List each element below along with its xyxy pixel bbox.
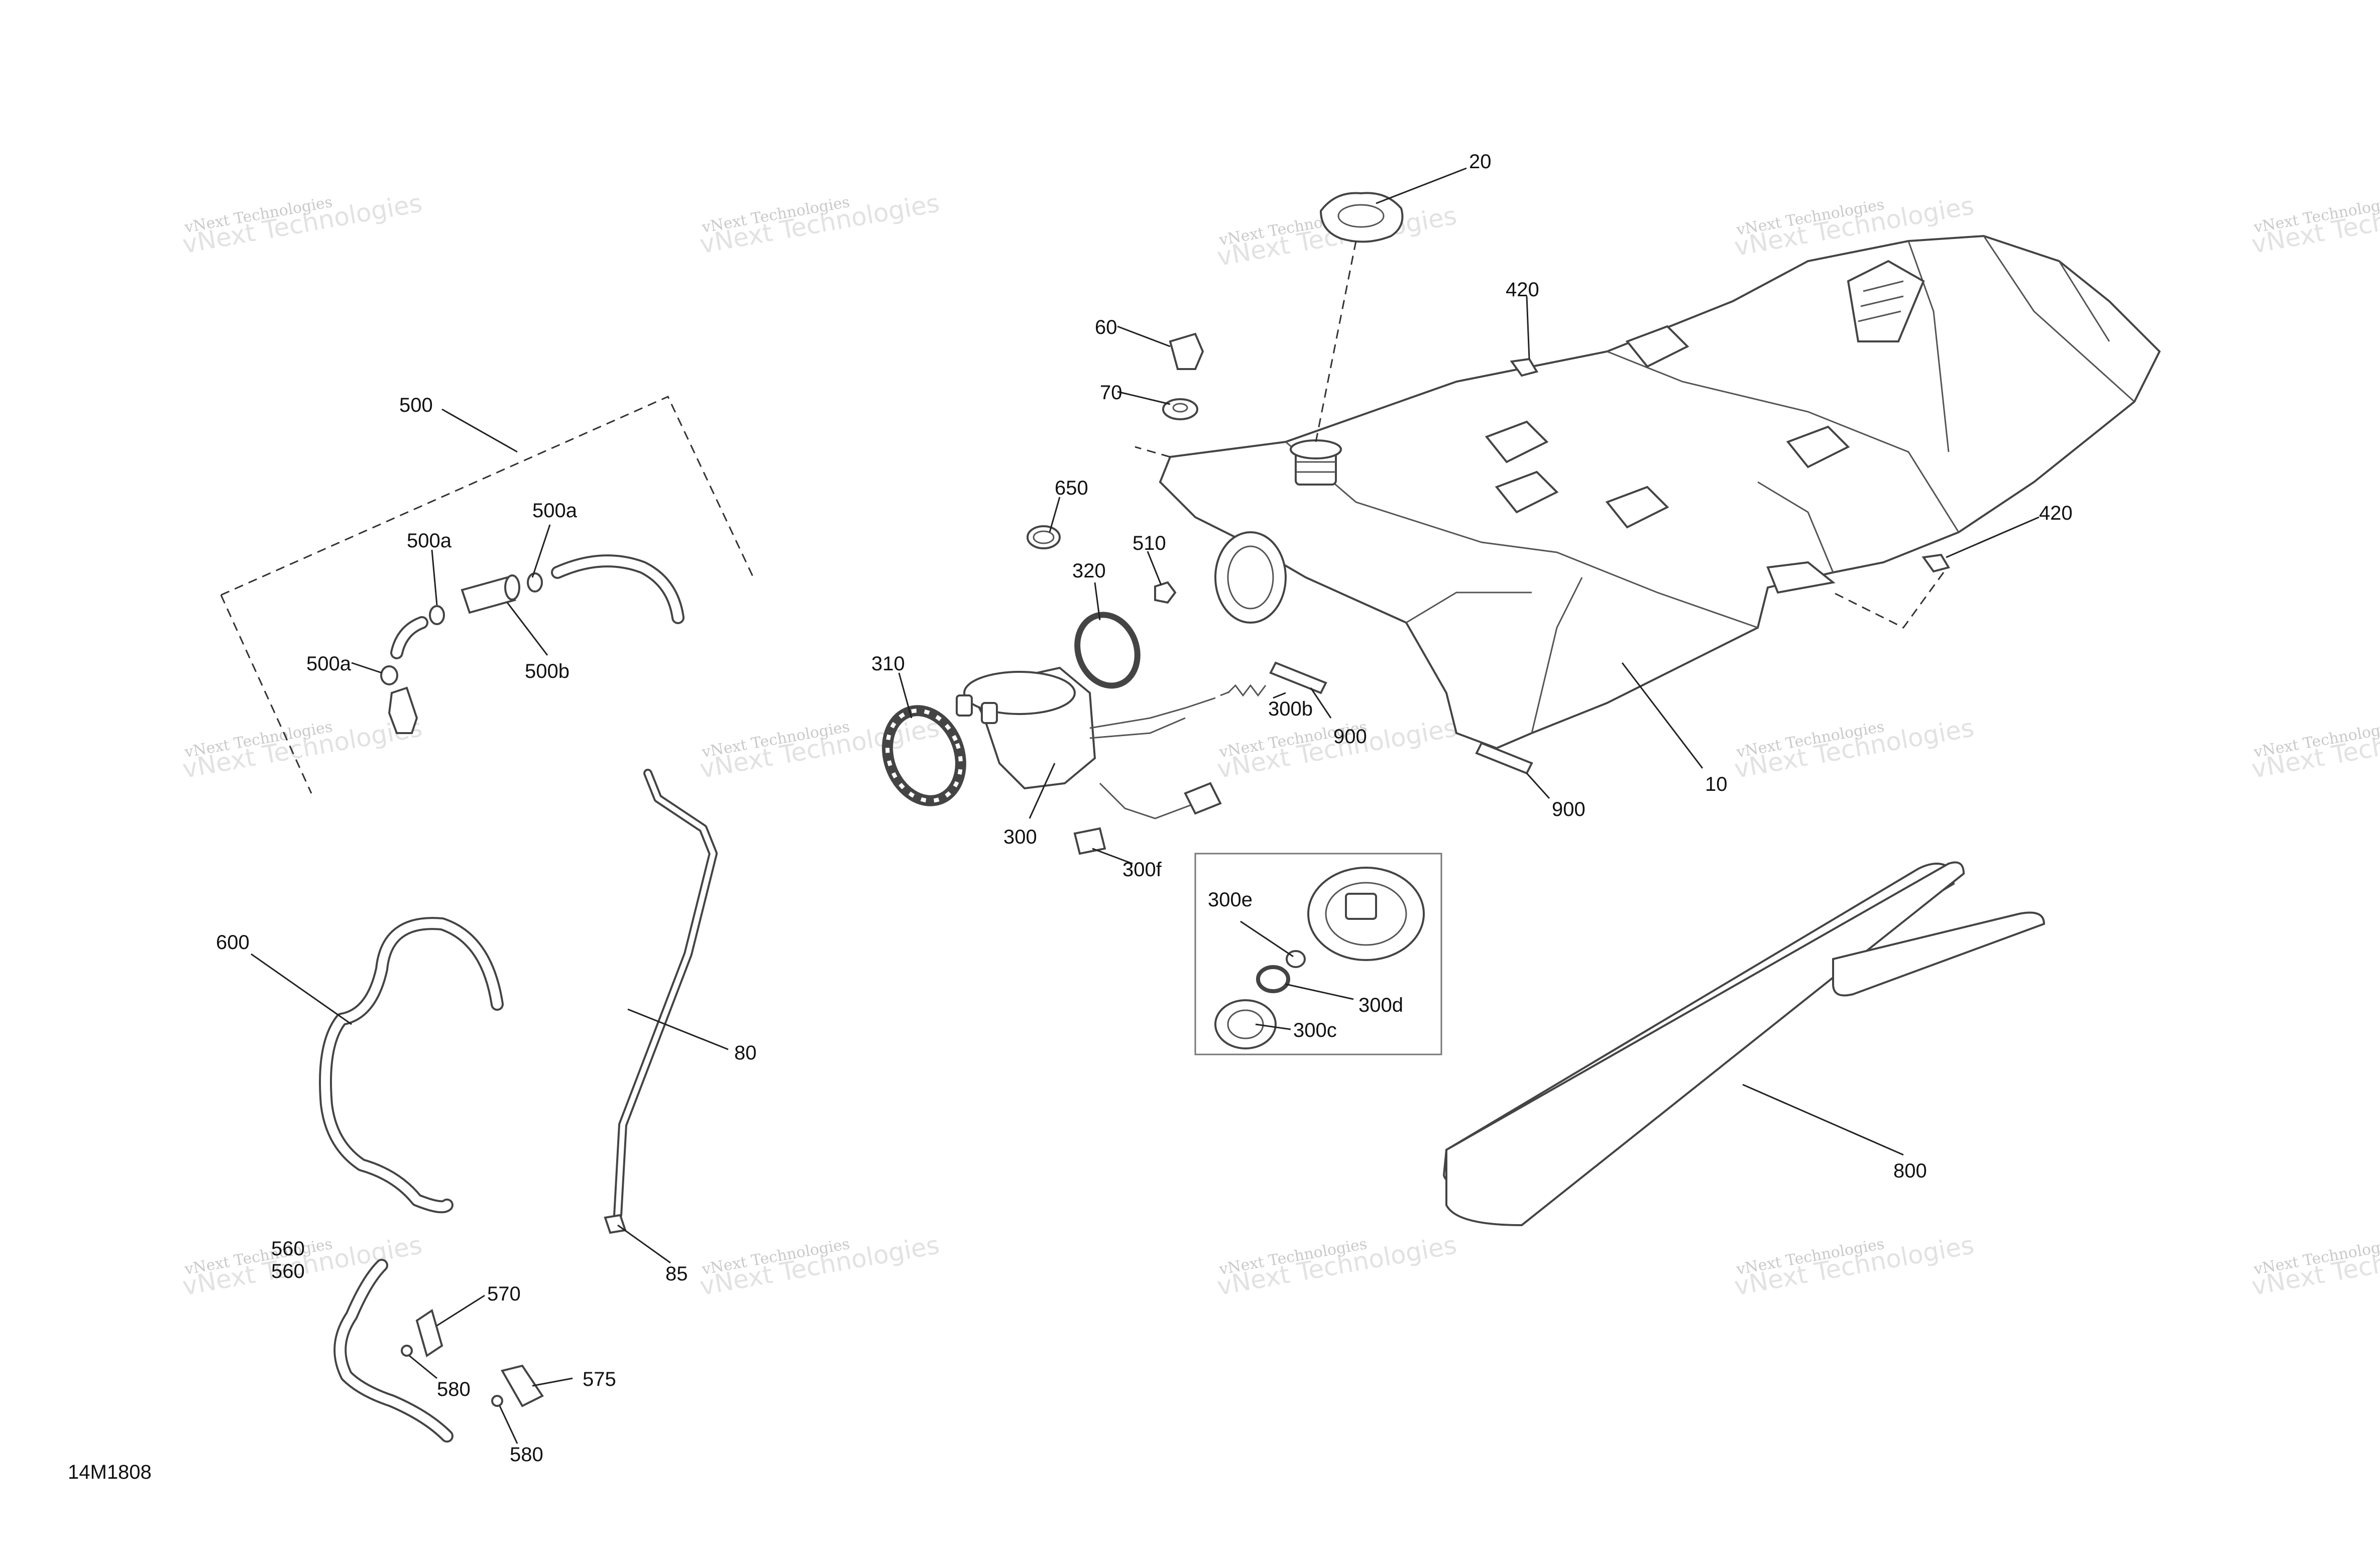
screw-part-580-a[interactable] xyxy=(401,1345,413,1357)
pump-head-detail xyxy=(1307,867,1425,961)
label-300c: 300c xyxy=(1293,1019,1337,1041)
label-320: 320 xyxy=(1072,560,1106,582)
label-560-a: 560 xyxy=(271,1238,305,1260)
fuel-cap-part-20[interactable] xyxy=(1319,192,1404,243)
fuel-tank-part-10[interactable] xyxy=(1159,234,2161,750)
label-420-b: 420 xyxy=(2039,502,2073,524)
fuel-pump-part-300[interactable] xyxy=(956,666,1222,819)
watermark: vNext Technologies vNext Technologies xyxy=(180,188,424,259)
label-500a-3: 500a xyxy=(306,653,352,675)
protection-pad-part-800[interactable] xyxy=(1442,861,2046,1227)
watermark: vNext Technologies vNext Technologies xyxy=(180,713,424,784)
clip-part-420-b[interactable] xyxy=(1921,553,1951,573)
lock-ring-part-310[interactable] xyxy=(875,700,973,811)
label-300: 300 xyxy=(1003,826,1037,848)
label-300b-a: 300b xyxy=(1268,698,1313,720)
label-900-a: 900 xyxy=(1333,726,1367,748)
watermark: vNext Technologies vNext Technologies xyxy=(2249,188,2380,259)
clamp-part-500a-3[interactable] xyxy=(380,665,398,685)
label-800: 800 xyxy=(1893,1160,1927,1182)
label-500a-1: 500a xyxy=(532,500,578,522)
hose-part-500a-lower[interactable] xyxy=(390,616,428,659)
label-580-a: 580 xyxy=(437,1378,471,1400)
drawing-reference: 14M1808 xyxy=(68,1461,152,1483)
label-85: 85 xyxy=(665,1263,688,1285)
watermark: vNext Technologies vNext Technologies xyxy=(2249,1230,2380,1301)
watermark: vNext Technologies vNext Technologies xyxy=(2249,713,2380,784)
label-570: 570 xyxy=(487,1283,521,1305)
watermark: vNext Technologies vNext Technologies xyxy=(698,1230,942,1301)
bracket-part-570[interactable] xyxy=(415,1309,443,1358)
fitting-elbow xyxy=(388,686,418,734)
label-70: 70 xyxy=(1100,382,1122,404)
grommet-part-70[interactable] xyxy=(1162,398,1198,420)
label-20: 20 xyxy=(1469,151,1492,173)
watermark: vNext Technologies vNext Technologies xyxy=(1215,1230,1459,1301)
label-60: 60 xyxy=(1095,316,1117,338)
clamp-part-650[interactable] xyxy=(1027,525,1061,549)
foam-strip-part-900-b[interactable] xyxy=(1475,742,1533,775)
spring-part-300b[interactable] xyxy=(1220,684,1267,697)
label-500b: 500b xyxy=(525,660,570,682)
sensor-part-300f[interactable] xyxy=(1073,827,1106,855)
label-10: 10 xyxy=(1705,773,1728,795)
clip-part-85[interactable] xyxy=(604,1214,627,1234)
label-300f: 300f xyxy=(1122,859,1162,881)
o-ring-part-300d[interactable] xyxy=(1256,965,1290,993)
bracket-part-575[interactable] xyxy=(500,1364,544,1407)
watermark: vNext Technologies vNext Technologies xyxy=(1732,1230,1976,1301)
label-580-b: 580 xyxy=(510,1444,543,1466)
hose-part-600[interactable] xyxy=(319,917,504,1214)
hose-part-500a-upper[interactable] xyxy=(551,554,685,624)
clamp-part-500a-2[interactable] xyxy=(527,572,543,592)
fuel-line-part-80[interactable] xyxy=(613,769,718,1220)
clamp-part-500a-1[interactable] xyxy=(429,605,445,625)
label-500a-2: 500a xyxy=(407,530,452,552)
label-600: 600 xyxy=(216,931,250,954)
watermark: vNext Technologies vNext Technologies xyxy=(698,188,942,259)
watermark: vNext Technologies vNext Technologies xyxy=(1732,713,1976,784)
filler-neck xyxy=(1290,439,1342,486)
label-310: 310 xyxy=(871,653,905,675)
label-420-a: 420 xyxy=(1506,279,1539,301)
filter-cap-part-300c[interactable] xyxy=(1214,999,1277,1049)
screw-part-580-b[interactable] xyxy=(491,1395,503,1407)
label-300e: 300e xyxy=(1208,889,1253,911)
label-300d: 300d xyxy=(1358,994,1403,1016)
part-labels: 10 20 60 70 80 85 300 300b 300c 300d 300… xyxy=(216,151,2073,1466)
label-575: 575 xyxy=(583,1368,616,1390)
o-ring-part-320[interactable] xyxy=(1068,607,1147,694)
foam-strip-part-900-a[interactable] xyxy=(1269,661,1327,694)
label-500: 500 xyxy=(399,394,433,416)
nut-part-510[interactable] xyxy=(1154,581,1177,604)
fuel-filter-part-500b[interactable] xyxy=(461,574,520,614)
clip-part-420-a[interactable] xyxy=(1510,358,1539,377)
leader-lines xyxy=(251,167,2039,1444)
label-900-b: 900 xyxy=(1552,798,1585,820)
label-510: 510 xyxy=(1132,532,1166,554)
fuel-filter-assembly-part-500 xyxy=(220,396,754,794)
label-560-b: 560 xyxy=(271,1260,305,1282)
fitting-part-60[interactable] xyxy=(1169,332,1204,370)
label-80: 80 xyxy=(734,1042,757,1064)
label-650: 650 xyxy=(1055,477,1088,499)
hose-part-560[interactable] xyxy=(333,1259,454,1443)
